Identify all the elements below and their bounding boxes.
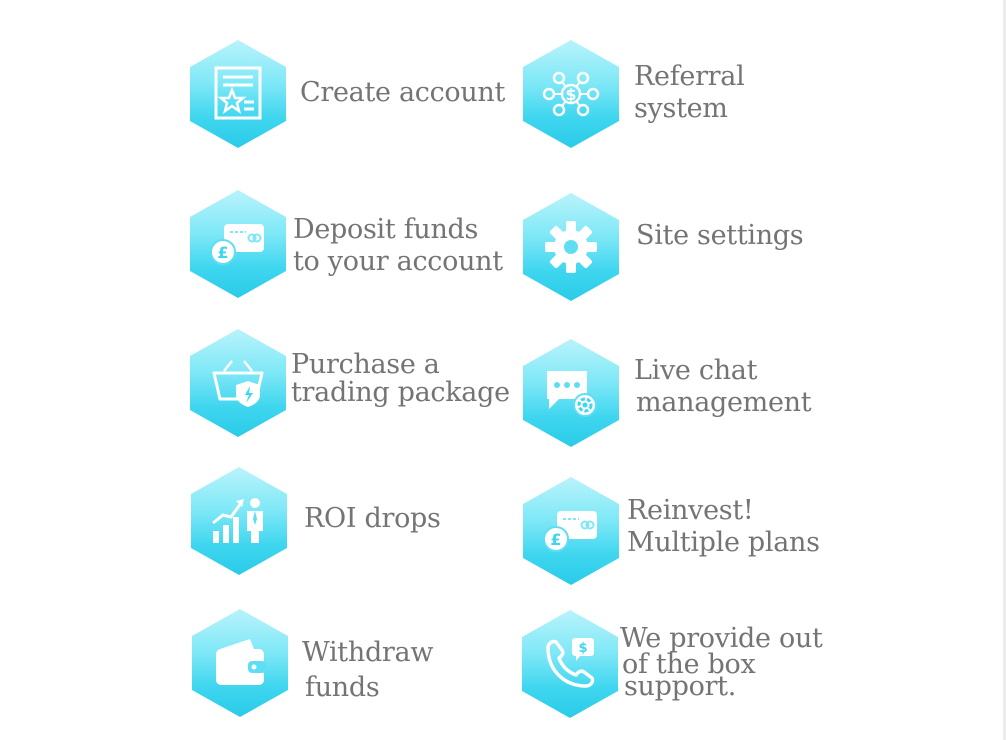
gear-icon [545, 221, 597, 273]
svg-text:$: $ [565, 85, 576, 104]
phone-dollar-icon: $ [546, 638, 595, 688]
roi-drops-label: ROI drops [304, 503, 441, 535]
svg-text:£: £ [550, 530, 561, 549]
svg-text:$: $ [578, 641, 587, 656]
growth-chart-person-icon [212, 498, 263, 543]
live-chat-hex [523, 339, 619, 447]
label-line: Purchase a [291, 349, 440, 380]
live-chat-label: Live chat management [634, 355, 812, 419]
site-settings-hex [523, 193, 619, 301]
withdraw-funds-hex [192, 609, 288, 717]
label-line: Withdraw [302, 637, 434, 668]
label-line: Deposit funds [293, 214, 479, 245]
label-line: of the box [622, 649, 756, 680]
withdraw-funds-label: Withdraw funds [302, 635, 433, 705]
dollar-network-icon: $ [542, 71, 600, 117]
chat-gear-icon [547, 371, 597, 417]
label-line: Site settings [636, 220, 804, 251]
purchase-package-hex [190, 329, 286, 437]
support-label: We provide out of the box support. [620, 623, 823, 702]
label-line: Multiple plans [627, 527, 820, 558]
label-line: trading package [291, 377, 510, 408]
reinvest-label: Reinvest! Multiple plans [627, 495, 820, 559]
create-account-hex [190, 40, 286, 148]
reinvest-hex: £ [523, 477, 619, 585]
label-line: Create account [300, 77, 506, 108]
support-hex: $ [522, 610, 618, 718]
card-pound-icon: £ [210, 224, 264, 265]
svg-text:£: £ [217, 243, 228, 262]
label-line: system [634, 93, 728, 124]
label-line: Live chat [634, 355, 758, 386]
label-line: to your account [293, 246, 503, 277]
wallet-icon [216, 639, 266, 685]
referral-system-label: Referral system [634, 61, 745, 125]
label-line: Referral [634, 61, 745, 92]
label-line: funds [305, 672, 380, 703]
label-line: ROI drops [304, 503, 441, 534]
create-account-label: Create account [300, 77, 505, 109]
purchase-package-label: Purchase a trading package [291, 351, 510, 407]
label-line: Reinvest! [627, 495, 754, 526]
card-pound-icon: £ [543, 511, 597, 552]
basket-shield-icon [212, 360, 264, 407]
roi-drops-hex [191, 467, 287, 575]
deposit-funds-label: Deposit funds to your account [293, 214, 503, 278]
page-edge [1003, 0, 1006, 740]
site-settings-label: Site settings [636, 220, 804, 252]
deposit-funds-hex: £ [190, 190, 286, 298]
certificate-star-icon [214, 66, 262, 120]
label-line: support. [624, 671, 737, 702]
label-line: We provide out [620, 623, 823, 654]
label-line: management [636, 387, 812, 418]
referral-system-hex: $ [523, 40, 619, 148]
